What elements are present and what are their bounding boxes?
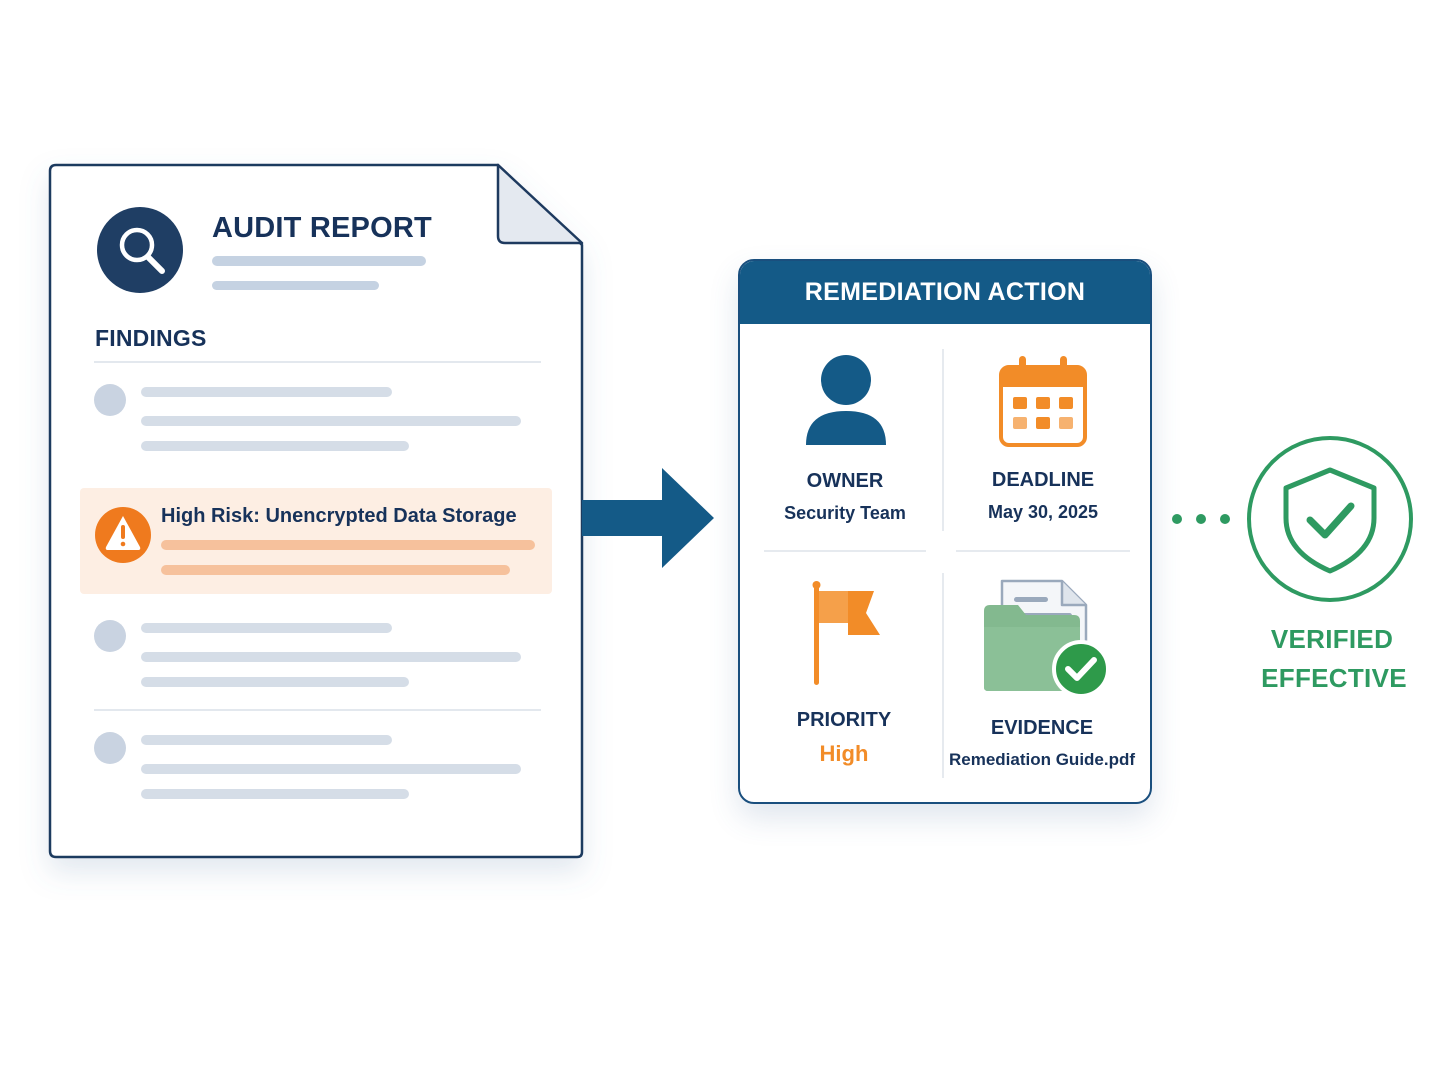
findings-heading: FINDINGS: [95, 325, 207, 351]
owner-value: Security Team: [784, 503, 906, 523]
deadline-value: May 30, 2025: [987, 502, 1099, 522]
folder-check-icon: [984, 579, 1110, 698]
finding-item: [94, 384, 521, 451]
user-icon: [806, 355, 886, 445]
high-risk-finding-title: High Risk: Unencrypted Data Storage: [161, 505, 517, 527]
verified-label: VERIFIED: [1270, 624, 1394, 654]
report-title: AUDIT REPORT: [212, 212, 432, 244]
evidence-file[interactable]: Remediation Guide.pdf: [948, 750, 1136, 769]
magnifier-icon: [97, 207, 183, 293]
warning-triangle-icon: [95, 507, 151, 563]
finding-item: [94, 620, 521, 687]
finding-item: [94, 732, 521, 799]
high-risk-finding[interactable]: [80, 488, 552, 594]
calendar-icon: [999, 356, 1087, 447]
deadline-label: DEADLINE: [991, 469, 1095, 491]
shield-check-icon: [1247, 436, 1413, 602]
right-arrow-icon: [582, 468, 714, 568]
effective-label: EFFECTIVE: [1261, 663, 1407, 693]
remediation-card-title: REMEDIATION ACTION: [740, 261, 1150, 324]
flag-icon: [812, 581, 880, 685]
remediation-action-card: REMEDIATION ACTION OWNER Security Team D…: [738, 259, 1152, 804]
evidence-label: EVIDENCE: [990, 717, 1094, 739]
connector-dots: [1172, 514, 1230, 524]
audit-report-document: [48, 163, 584, 859]
owner-label: OWNER: [806, 470, 884, 492]
subtitle-placeholder-bar: [212, 281, 379, 290]
priority-value: High: [819, 741, 869, 766]
priority-label: PRIORITY: [796, 709, 892, 731]
title-placeholder-bar: [212, 256, 426, 266]
